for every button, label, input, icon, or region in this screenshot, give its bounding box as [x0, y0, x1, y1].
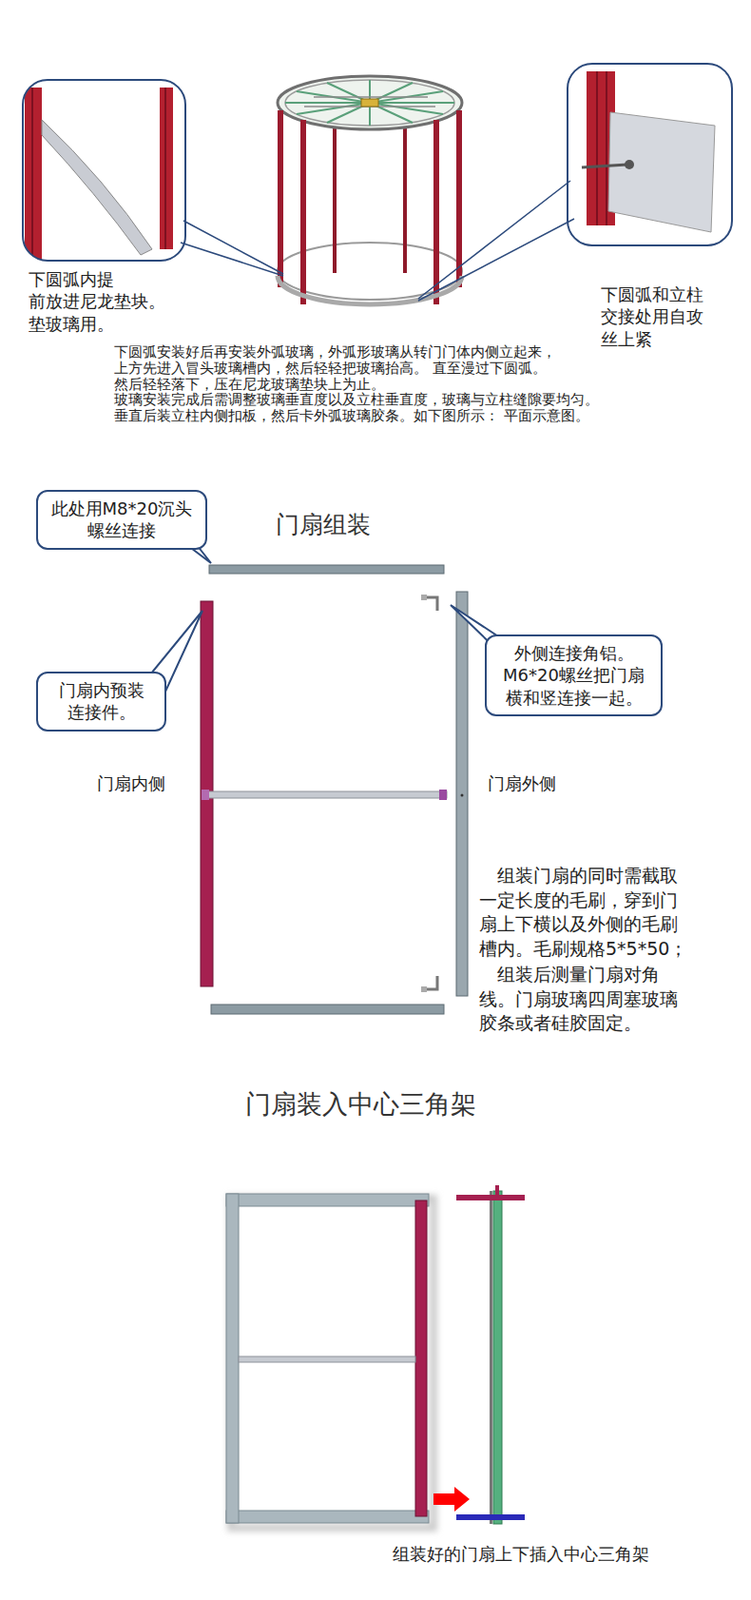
callout-text: 此处用M8*20沉头螺丝连接 — [47, 497, 196, 542]
callout-box: 门扇内预装 连接件。 — [36, 671, 167, 732]
door-leaf-parts — [200, 564, 468, 1014]
door-frame-3d — [277, 76, 463, 305]
callout-text: 外侧连接角铝。 M6*20螺丝把门扇 横和竖连接一起。 — [496, 641, 652, 709]
leaf-into-frame — [226, 1184, 525, 1527]
leader-line — [180, 180, 575, 301]
section-heading: 门扇内侧 — [96, 771, 166, 794]
note-text: 下圆弧和立柱 交接处用自攻 丝上紧 — [600, 283, 713, 350]
section-heading: 门扇组装 — [275, 509, 371, 541]
figure-caption: 组装好的门扇上下插入中心三角架 — [392, 1541, 650, 1564]
callout-box: 外侧连接角铝。 M6*20螺丝把门扇 横和竖连接一起。 — [484, 634, 663, 716]
callout-text: 门扇内预装 连接件。 — [47, 678, 155, 724]
note-text: 组装后测量门扇对角线。门扇玻璃四周塞玻璃胶条或者硅胶固定。 — [479, 962, 691, 1036]
note-text: 下圆弧安装好后再安装外弧玻璃，外弧形玻璃从转门门体内侧立起来， 上方先进入冒头玻… — [114, 344, 614, 424]
section-heading: 门扇装入中心三角架 — [245, 1086, 477, 1120]
section-heading: 门扇外侧 — [487, 771, 557, 794]
note-text: 组装门扇的同时需截取一定长度的毛刷，穿到门扇上下横以及外侧的毛刷槽内。毛刷规格5… — [479, 863, 691, 962]
arc-detail-inset — [22, 79, 186, 261]
callout-box: 此处用M8*20沉头螺丝连接 — [36, 489, 208, 550]
note-text: 下圆弧内提 前放进尼龙垫块。 垫玻璃用。 — [28, 268, 172, 335]
column-detail-inset — [567, 63, 732, 246]
